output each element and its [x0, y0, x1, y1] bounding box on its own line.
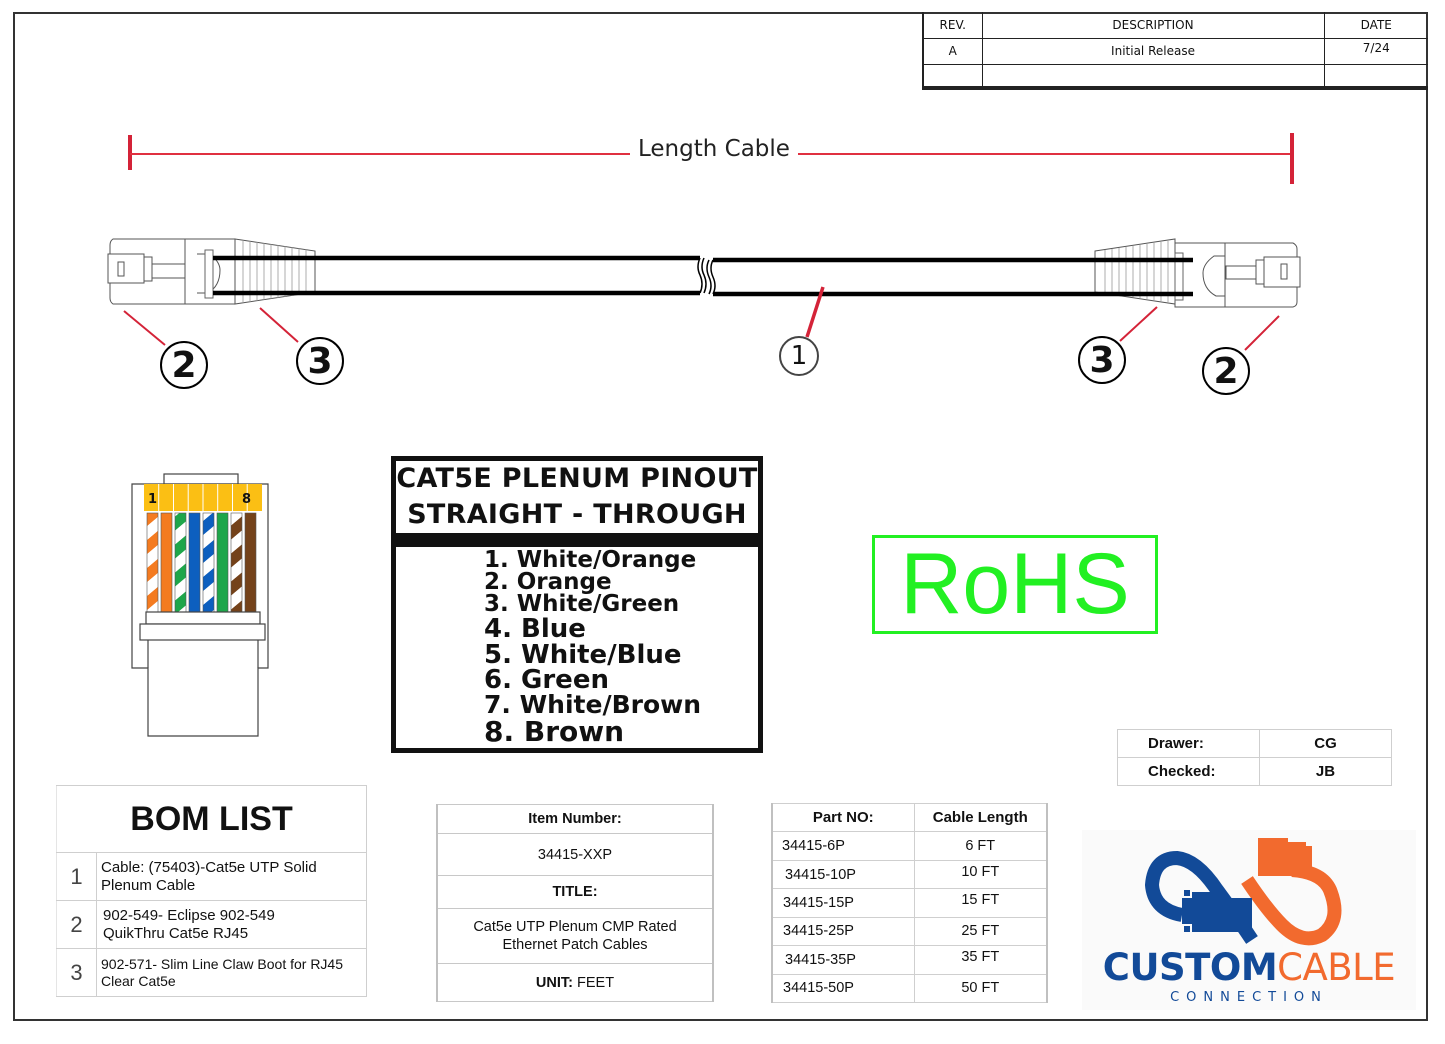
rj45-wiring-diagram: 1 8 — [131, 473, 269, 737]
title-line1: Cat5e UTP Plenum CMP Rated — [473, 919, 677, 935]
callout-2-left: 2 — [160, 341, 208, 389]
pinout-title-line1: CAT5E PLENUM PINOUT — [396, 463, 758, 494]
logo-word-cable: CABLE — [1277, 946, 1396, 989]
item-number-label: Item Number: — [436, 804, 714, 834]
cable-length: 6 FT — [913, 831, 1048, 861]
patch-cable-drawing — [107, 238, 1301, 351]
table-row: 34415-10P 10 FT — [771, 859, 1048, 890]
bom-item-number: 2 — [56, 900, 97, 949]
length-cable-label: Length Cable — [630, 136, 798, 162]
pin-2: 2. Orange — [484, 569, 612, 595]
part-number: 34415-15P — [771, 888, 915, 918]
drawing-frame — [13, 12, 1428, 1021]
table-row: 34415-15P 15 FT — [771, 888, 1048, 918]
part-no-header: Part NO: — [771, 802, 915, 833]
cable-loop-logo-icon — [1144, 838, 1342, 946]
bom-row: 1 Cable: (75403)-Cat5e UTP Solid Plenum … — [56, 852, 367, 901]
description-header: DESCRIPTION — [981, 12, 1325, 39]
unit-row: UNIT: FEET — [436, 963, 714, 1002]
item-number-value: 34415-XXP — [436, 833, 714, 876]
title-value: Cat5e UTP Plenum CMP Rated Ethernet Patc… — [436, 908, 714, 964]
bom-title: BOM LIST — [56, 785, 367, 853]
pin-8-label: 8 — [242, 492, 251, 507]
unit-value: FEET — [577, 974, 615, 991]
pin-1: 1. White/Orange — [484, 547, 697, 573]
pinout-title: CAT5E PLENUM PINOUT STRAIGHT - THROUGH — [396, 461, 758, 533]
table-row: 34415-50P 50 FT — [771, 973, 1048, 1004]
pin-4: 4. Blue — [484, 614, 586, 644]
pinout-list: 1. White/Orange 2. Orange 3. White/Green… — [396, 547, 758, 747]
bom-list: BOM LIST 1 Cable: (75403)-Cat5e UTP Soli… — [56, 785, 367, 997]
title-label: TITLE: — [436, 875, 714, 909]
callout-2-right: 2 — [1202, 347, 1250, 395]
cable-jacket — [213, 255, 1193, 297]
table-row: 34415-25P 25 FT — [771, 916, 1048, 947]
bom-row: 2 902-549- Eclipse 902-549 QuikThru Cat5… — [56, 900, 367, 949]
dimension-tick-left — [128, 135, 132, 170]
pinout-divider — [396, 533, 758, 547]
date-value: 7/24 — [1323, 37, 1428, 65]
bom-row: 3 902-571- Slim Line Claw Boot for RJ45 … — [56, 948, 367, 997]
part-number: 34415-50P — [771, 973, 915, 1004]
pinout-box: CAT5E PLENUM PINOUT STRAIGHT - THROUGH 1… — [391, 456, 763, 753]
date-header: DATE — [1323, 12, 1428, 39]
bom-item-line1: Cable: (75403)-Cat5e UTP Solid — [101, 858, 317, 876]
rohs-badge: RoHS — [872, 535, 1158, 634]
callout-3-left: 3 — [296, 337, 344, 385]
pin-3: 3. White/Green — [484, 591, 680, 617]
bom-item-number: 1 — [56, 852, 97, 901]
part-number: 34415-6P — [771, 831, 915, 861]
title-block: Item Number: 34415-XXP TITLE: Cat5e UTP … — [436, 804, 714, 1002]
pin-1-label: 1 — [148, 492, 157, 507]
pinout-title-line2: STRAIGHT - THROUGH — [407, 499, 747, 530]
description-value: Initial Release — [981, 37, 1325, 65]
table-row: 34415-6P 6 FT — [771, 831, 1048, 861]
bom-item-line2: Clear Cat5e — [101, 972, 176, 989]
cable-length: 35 FT — [913, 945, 1048, 975]
callout-3-right: 3 — [1078, 336, 1126, 384]
logo-word-custom: CUSTOM — [1102, 946, 1278, 989]
bom-item-description: Cable: (75403)-Cat5e UTP Solid Plenum Ca… — [96, 852, 367, 901]
bom-item-description: 902-571- Slim Line Claw Boot for RJ45 Cl… — [96, 948, 367, 997]
table-row: 34415-35P 35 FT — [771, 945, 1048, 975]
title-line2: Ethernet Patch Cables — [502, 937, 648, 953]
callout-1-cable: 1 — [779, 336, 819, 376]
cable-break-icon — [697, 257, 716, 295]
pin-7: 7. White/Brown — [484, 690, 702, 719]
drawer-label: Drawer: — [1117, 729, 1260, 758]
cable-length: 10 FT — [913, 859, 1048, 890]
cable-length-header: Cable Length — [913, 802, 1048, 833]
cable-length: 50 FT — [913, 973, 1048, 1004]
bom-item-line2: Plenum Cable — [101, 876, 196, 894]
cable-length: 25 FT — [913, 916, 1048, 947]
pin-6: 6. Green — [484, 665, 609, 695]
bom-item-number: 3 — [56, 948, 97, 997]
pin-5: 5. White/Blue — [484, 640, 682, 670]
rev-value: A — [924, 37, 983, 65]
callout-leaders — [123, 286, 1280, 351]
drawer-value: CG — [1259, 729, 1392, 758]
rev-header: REV. — [924, 12, 983, 39]
cable-length: 15 FT — [913, 888, 1048, 918]
signoff-table: Drawer: CG Checked: JB — [1117, 729, 1392, 786]
company-logo: CUSTOMCABLE CONNECTION — [1082, 830, 1416, 1010]
bom-item-line1: 902-549- Eclipse 902-549 — [103, 906, 275, 924]
checked-label: Checked: — [1117, 757, 1260, 786]
rev-empty — [924, 63, 983, 88]
revision-table: REV. DESCRIPTION DATE A Initial Release … — [922, 12, 1428, 90]
unit-label: UNIT: — [535, 974, 573, 991]
part-number: 34415-35P — [771, 945, 915, 975]
checked-value: JB — [1259, 757, 1392, 786]
pin-8: 8. Brown — [484, 715, 625, 748]
bom-item-line1: 902-571- Slim Line Claw Boot for RJ45 — [101, 955, 344, 972]
bom-item-description: 902-549- Eclipse 902-549 QuikThru Cat5e … — [96, 900, 367, 949]
logo-tagline: CONNECTION — [1170, 990, 1328, 1005]
date-empty — [1323, 63, 1428, 88]
dimension-tick-right — [1290, 133, 1294, 184]
bom-item-line2: QuikThru Cat5e RJ45 — [103, 924, 249, 942]
part-number: 34415-25P — [771, 916, 915, 947]
part-number: 34415-10P — [771, 859, 915, 890]
logo-wordmark: CUSTOMCABLE — [1082, 948, 1416, 988]
parts-table: Part NO: Cable Length 34415-6P 6 FT 3441… — [771, 802, 1048, 1004]
